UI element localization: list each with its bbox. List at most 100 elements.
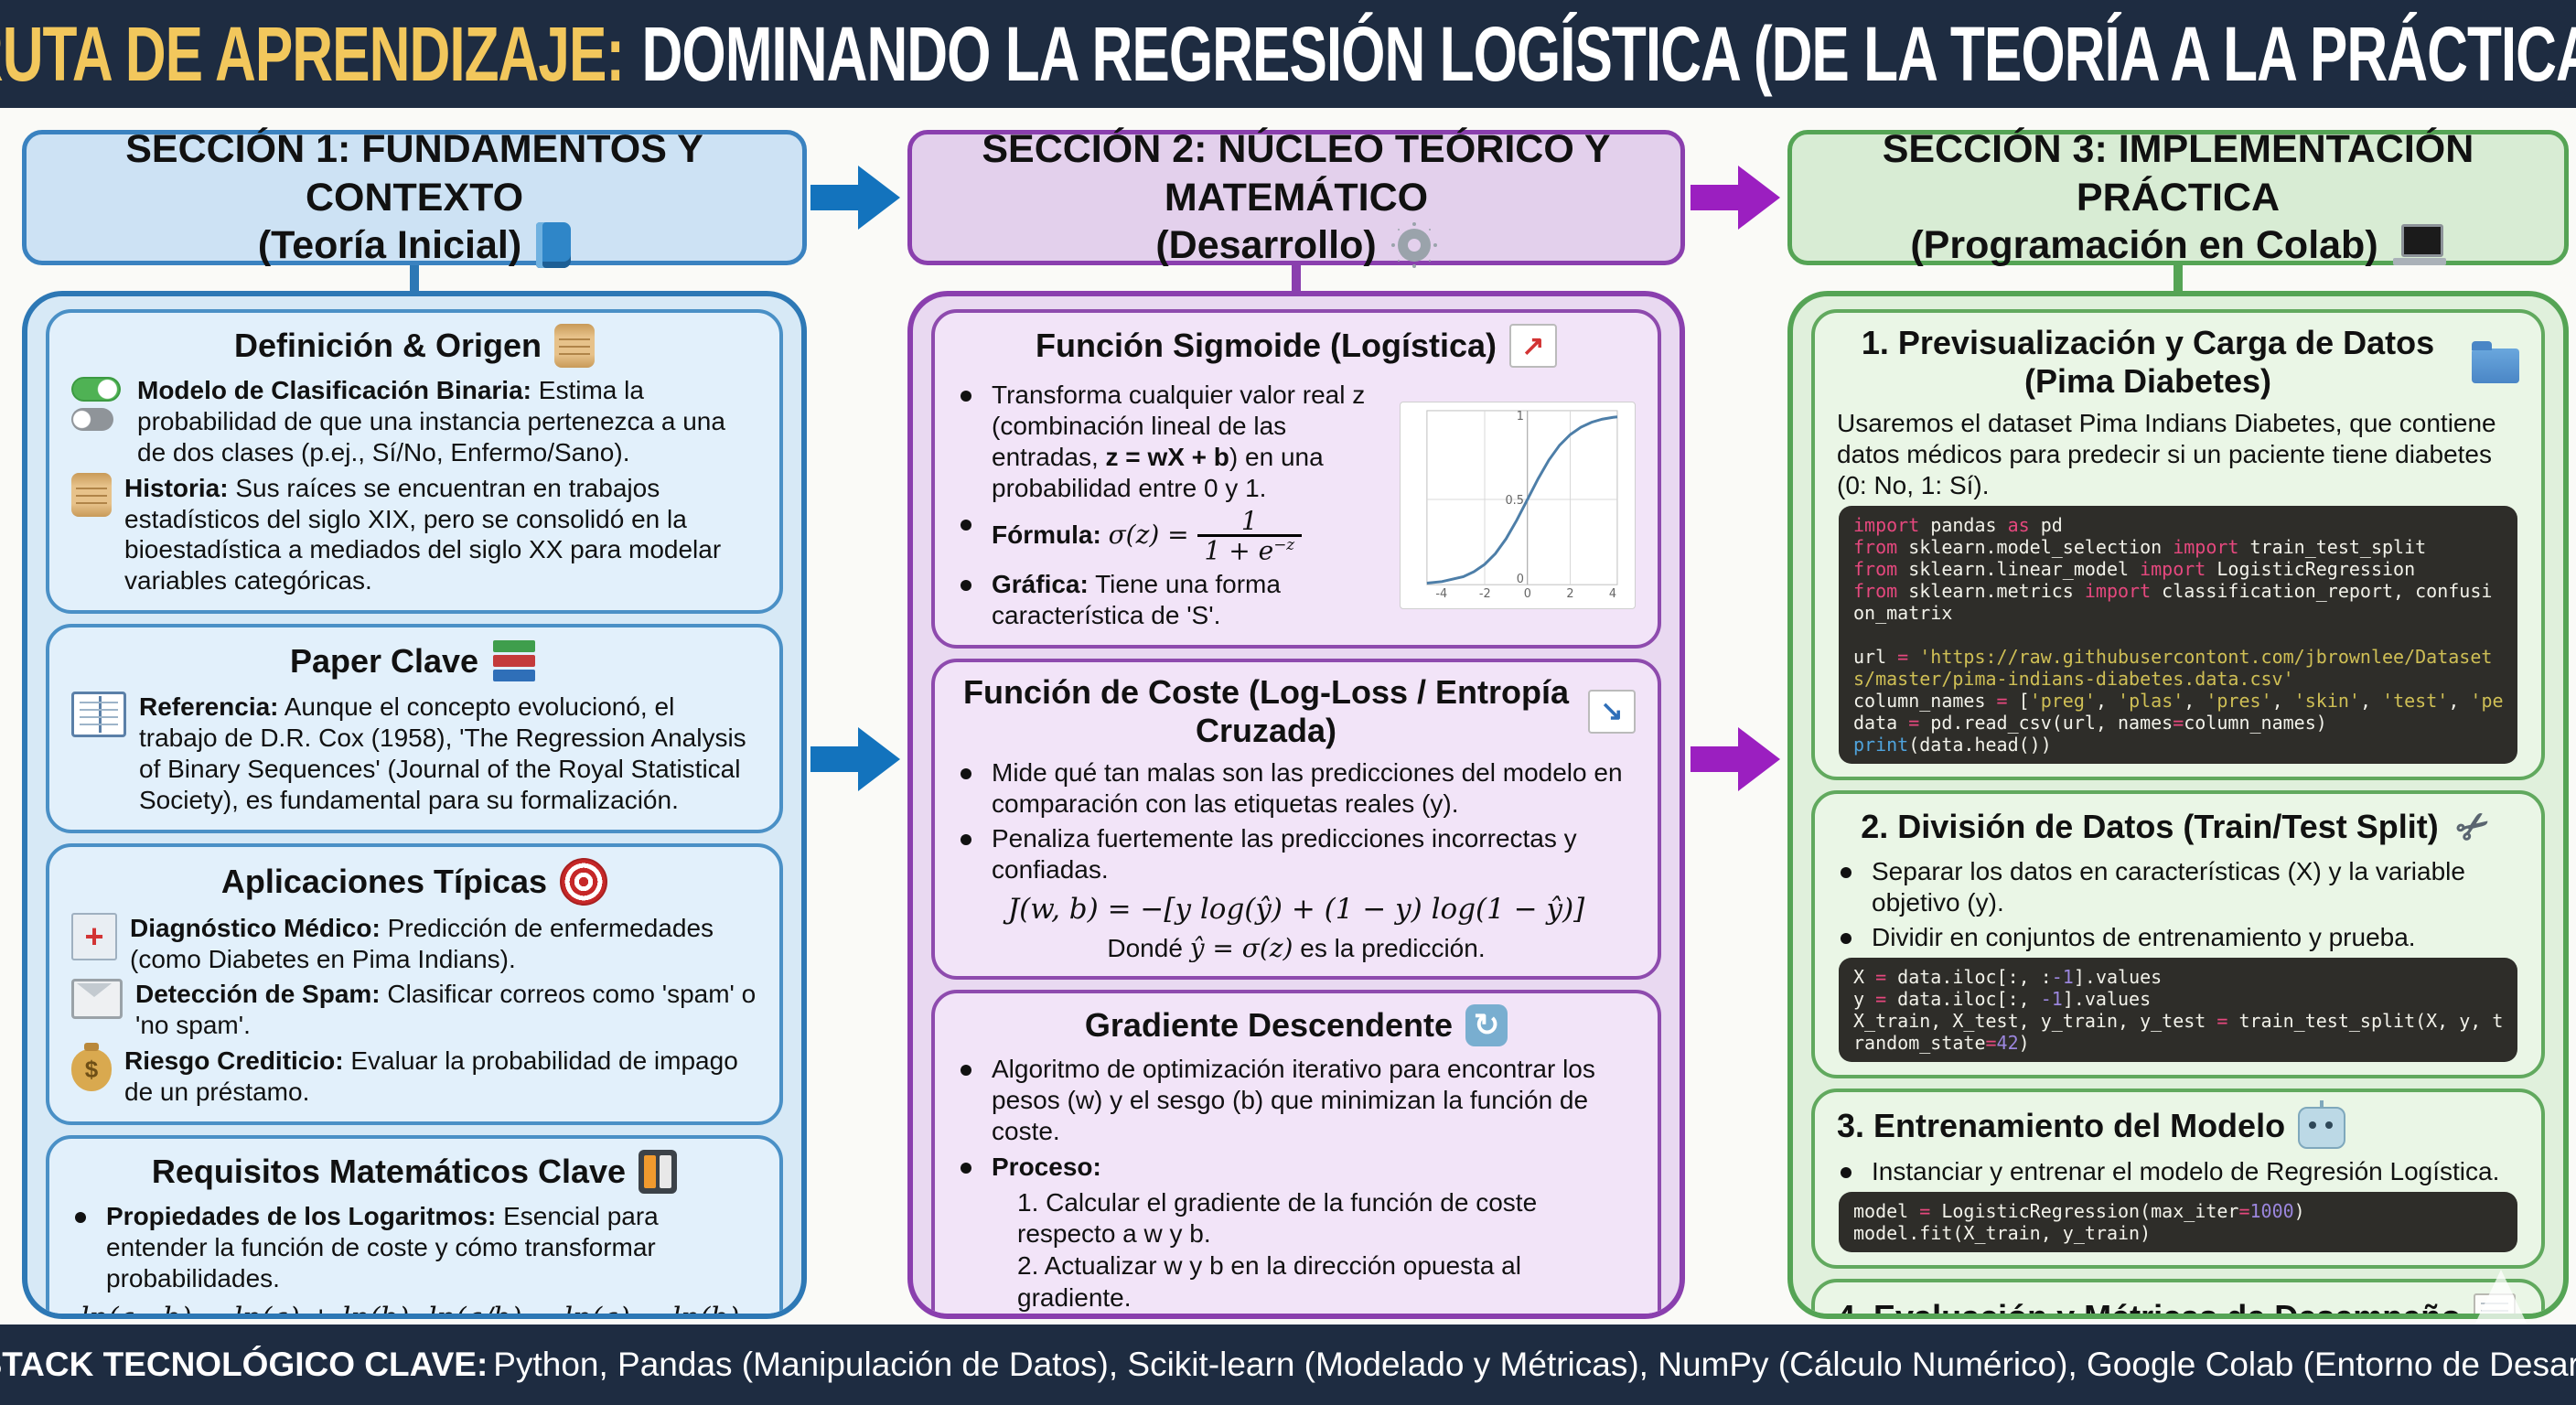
svg-text:0: 0 (1524, 587, 1531, 601)
connector-line (1292, 265, 1301, 291)
tech-stack-bar: STACK TECNOLÓGICO CLAVE:Python, Pandas (… (0, 1325, 2576, 1405)
section-1-fundamentos: SECCIÓN 1: FUNDAMENTOS Y CONTEXTO (Teorí… (22, 127, 807, 1319)
log-loss-formula: J(w, b) = −[y log(ŷ) + (1 − y) log(1 − ŷ… (1007, 893, 1585, 927)
card-gradiente-descendente: Gradiente Descendente Algoritmo de optim… (931, 990, 1661, 1319)
arrow-section1-to-section2-mid (810, 727, 900, 791)
target-icon (560, 857, 608, 906)
robot-icon (2298, 1100, 2346, 1150)
tech-stack-text: STACK TECNOLÓGICO CLAVE:Python, Pandas (… (0, 1346, 2576, 1383)
section-2-nucleo-teorico: SECCIÓN 2: NÚCLEO TEÓRICO Y MATEMÁTICO (… (907, 127, 1685, 1319)
list-item: Riesgo Crediticio: Evaluar la probabilid… (71, 1043, 757, 1108)
section-3-header: SECCIÓN 3: IMPLEMENTACIÓN PRÁCTICA (Prog… (1787, 127, 2569, 267)
section-3-implementacion: SECCIÓN 3: IMPLEMENTACIÓN PRÁCTICA (Prog… (1787, 127, 2569, 1319)
section-2-header-line1: SECCIÓN 2: NÚCLEO TEÓRICO Y MATEMÁTICO (982, 127, 1611, 220)
card-carga-datos: 1. Previsualización y Carga de Datos (Pi… (1811, 309, 2545, 780)
section-2-header-line2: (Desarrollo) (1155, 223, 1377, 268)
connector-line (2174, 265, 2183, 291)
arrow-section2-to-section3-mid (1690, 727, 1780, 791)
section-3-container: 1. Previsualización y Carga de Datos (Pi… (1787, 291, 2569, 1319)
svg-text:0.5: 0.5 (1505, 494, 1523, 508)
card-aplicaciones: Aplicaciones Típicas Diagnóstico Médico:… (46, 842, 783, 1125)
card-title: Función Sigmoide (Logística) (957, 324, 1636, 368)
list-item: Algoritmo de optimización iterativo para… (957, 1054, 1636, 1147)
section-1-container: Definición & Origen Modelo de Clasificac… (22, 291, 807, 1319)
list-item: Instanciar y entrenar el modelo de Regre… (1837, 1156, 2519, 1187)
bullet-dot (961, 391, 971, 402)
title-bar: RUTA DE APRENDIZAJE:DOMINANDO LA REGRESI… (0, 0, 2576, 108)
card-funcion-coste: Función de Coste (Log-Loss / Entropía Cr… (931, 658, 1661, 981)
process-steps: 1. Calcular el gradiente de la función d… (1017, 1187, 1636, 1319)
card-title: Definición & Origen (71, 324, 757, 368)
calculator-icon (639, 1149, 678, 1194)
card-title: Aplicaciones Típicas (71, 857, 757, 906)
list-item: Modelo de Clasificación Binaria: Estima … (71, 375, 757, 468)
step-1: 1. Calcular el gradiente de la función d… (1017, 1187, 1538, 1249)
list-item: Propiedades de los Logaritmos: Esencial … (71, 1201, 757, 1294)
svg-text:-4: -4 (1435, 587, 1447, 601)
svg-text:1: 1 (1517, 410, 1524, 424)
section-1-header-line2: (Teoría Inicial) (257, 223, 522, 268)
card-funcion-sigmoide: Función Sigmoide (Logística) Transforma … (931, 309, 1661, 649)
hospital-icon (71, 912, 117, 960)
list-item: Transforma cualquier valor real z (combi… (957, 380, 1389, 504)
list-item: Mide qué tan malas son las predicciones … (957, 757, 1636, 820)
envelope-icon (71, 979, 123, 1020)
section-3-header-line1: SECCIÓN 3: IMPLEMENTACIÓN PRÁCTICA (1882, 127, 2474, 220)
svg-text:0: 0 (1517, 573, 1524, 586)
title-highlight: RUTA DE APRENDIZAJE: (0, 10, 625, 98)
card-title: 2. División de Datos (Train/Test Split) (1837, 805, 2519, 849)
step-3: 3. Repetir hasta la convergencia. (1017, 1314, 1636, 1319)
section-3-header-line2: (Programación en Colab) (1910, 223, 2378, 268)
bullet-dot (961, 834, 971, 846)
bullet-dot (961, 579, 971, 591)
list-item: Historia: Sus raíces se encuentran en tr… (71, 472, 757, 597)
svg-text:-2: -2 (1479, 587, 1491, 601)
card-paper-clave: Paper Clave Referencia: Aunque el concep… (46, 624, 783, 833)
bullet-dot (961, 1065, 971, 1077)
card-title: 4. Evaluación y Métricas de Desempeño (1837, 1293, 2519, 1314)
section-1-header: SECCIÓN 1: FUNDAMENTOS Y CONTEXTO (Teorí… (22, 127, 807, 269)
section-2-header: SECCIÓN 2: NÚCLEO TEÓRICO Y MATEMÁTICO (… (907, 127, 1685, 268)
card-title: Requisitos Matemáticos Clave (71, 1149, 757, 1194)
card-title: 1. Previsualización y Carga de Datos (Pi… (1837, 324, 2519, 401)
sigmoid-chart: -4 -2 0 2 4 1 0.5 0 (1400, 401, 1636, 609)
code-block-model-fit: model = LogisticRegression(max_iter=1000… (1839, 1192, 2517, 1253)
card-description: Usaremos el dataset Pima Indians Diabete… (1837, 409, 2496, 499)
list-item: Referencia: Aunque el concepto evolucion… (71, 692, 757, 816)
toggle-icons (71, 375, 124, 434)
books-icon (491, 638, 539, 684)
chart-down-icon (1588, 689, 1636, 734)
card-title: Paper Clave (71, 638, 757, 684)
folder-icon (2472, 341, 2519, 383)
card-requisitos: Requisitos Matemáticos Clave Propiedades… (46, 1134, 783, 1319)
open-book-icon (71, 692, 126, 738)
connector-line (410, 265, 419, 291)
list-item: Separar los datos en características (X)… (1837, 856, 2519, 918)
arrow-section1-to-section2-top (810, 166, 900, 230)
bullet-dot (1841, 1167, 1852, 1179)
bullet-dot (75, 1211, 86, 1223)
svg-text:2: 2 (1566, 587, 1573, 601)
log-properties-formula: ln(a · b) = ln(a) + ln(b); ln(a/b) = ln(… (80, 1301, 749, 1319)
page-title: RUTA DE APRENDIZAJE:DOMINANDO LA REGRESI… (0, 9, 2576, 99)
scissors-icon (2452, 805, 2496, 849)
list-item: Detección de Spam: Clasificar correos co… (71, 979, 757, 1041)
bullet-dot (1841, 933, 1852, 945)
bullet-dot (961, 519, 971, 531)
cycle-icon (1465, 1004, 1508, 1047)
gear-icon (1391, 222, 1437, 268)
arrow-section2-to-section3-top (1690, 166, 1780, 230)
section-2-container: Función Sigmoide (Logística) Transforma … (907, 291, 1685, 1319)
blue-book-icon (536, 222, 572, 269)
card-title: 3. Entrenamiento del Modelo (1837, 1100, 2519, 1150)
bullet-dot (961, 767, 971, 779)
section-1-header-line1: SECCIÓN 1: FUNDAMENTOS Y CONTEXTO (125, 127, 703, 220)
card-title: Gradiente Descendente (957, 1004, 1636, 1047)
title-rest: DOMINANDO LA REGRESIÓN LOGÍSTICA (DE LA … (641, 10, 2576, 98)
list-item: Proceso: (957, 1152, 1636, 1183)
card-evaluacion: 4. Evaluación y Métricas de Desempeño Re… (1811, 1279, 2545, 1314)
list-item: Penaliza fuertemente las predicciones in… (957, 823, 1636, 885)
